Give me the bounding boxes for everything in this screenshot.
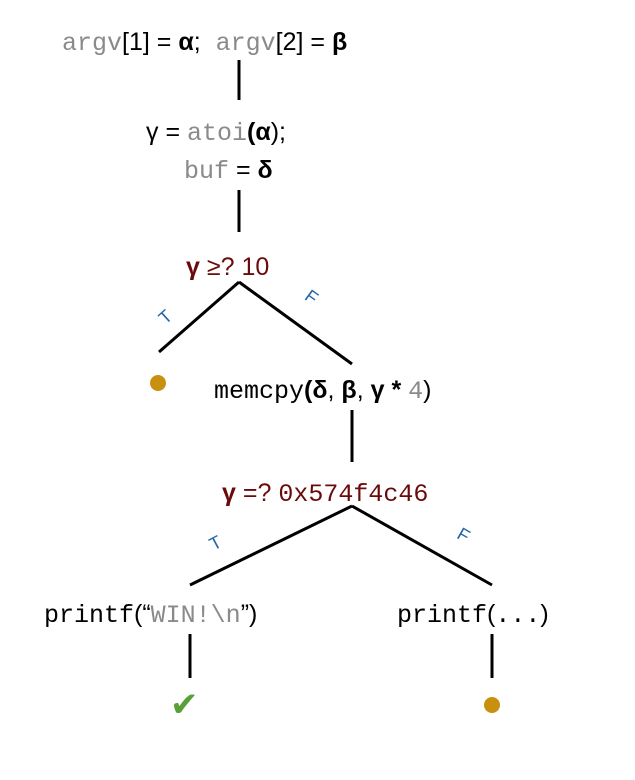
buf-equals: = (229, 156, 258, 184)
gamma-symbol: γ (222, 479, 236, 507)
atoi-open-paren: ( (247, 118, 256, 146)
open-quote: “ (142, 600, 151, 628)
memcpy-close-paren: ) (423, 376, 432, 404)
beta-symbol: β (331, 28, 348, 56)
gamma-symbol: γ (146, 118, 159, 146)
printf-ellipsis: ... (495, 601, 541, 630)
node-printf-other: printf(...) (397, 600, 549, 630)
multiplier-value: 4 (408, 377, 424, 406)
printf-close-paren: ) (249, 600, 258, 628)
gamma-symbol: γ (370, 376, 385, 404)
leaf-dot (484, 697, 500, 713)
delta-symbol: δ (312, 376, 328, 404)
condition-operator: =? (235, 479, 279, 507)
multiply-operator: * (384, 376, 409, 404)
printf-function: printf (397, 601, 488, 630)
node-args: argv[1] = α; argv[2] = β (62, 28, 348, 58)
argv-2-index: [2] = (275, 28, 332, 56)
node-printf-win: printf(“WIN!\n”) (44, 600, 258, 630)
condition-operator: ≥? (199, 253, 242, 281)
leaf-dot (150, 375, 166, 391)
node-assign-buf: buf = δ (184, 156, 273, 186)
atoi-close: ); (270, 118, 286, 146)
condition-value: 10 (241, 253, 270, 281)
memcpy-open-paren: ( (304, 376, 313, 404)
beta-symbol: β (341, 376, 357, 404)
edge-cond2-true (189, 504, 353, 587)
condition-value: 0x574f4c46 (278, 480, 429, 509)
edge-cond1-false (238, 280, 353, 366)
memcpy-comma: , (327, 376, 342, 404)
buf-name: buf (184, 157, 230, 186)
printf-open-paren: ( (134, 600, 143, 628)
close-quote: ” (240, 600, 250, 628)
node-memcpy: memcpy(δ, β, γ * 4) (214, 376, 432, 406)
memcpy-function: memcpy (214, 377, 305, 406)
alpha-symbol: α (178, 28, 194, 56)
memcpy-comma: , (356, 376, 371, 404)
printf-function: printf (44, 601, 135, 630)
argv-2-name: argv (200, 29, 276, 58)
argv-1-index: [1] = (122, 28, 179, 56)
delta-symbol: δ (257, 156, 273, 184)
argv-1-name: argv (62, 29, 123, 58)
assign-equals: = (158, 118, 187, 146)
printf-close-paren: ) (540, 600, 549, 628)
node-condition-1: γ ≥? 10 (186, 255, 269, 280)
win-checkmark-icon: ✔ (170, 685, 199, 725)
alpha-symbol: α (255, 118, 271, 146)
edge-cond2-false (351, 504, 493, 587)
printf-open-paren: ( (487, 600, 496, 628)
atoi-function: atoi (187, 119, 248, 148)
node-condition-2: γ =? 0x574f4c46 (222, 479, 429, 509)
edge-cond1-true (158, 280, 240, 354)
args-separator: ; (193, 28, 201, 56)
node-assign-gamma: γ = atoi(α); (146, 118, 286, 148)
gamma-symbol: γ (186, 253, 200, 281)
printf-string: WIN!\n (150, 601, 241, 630)
